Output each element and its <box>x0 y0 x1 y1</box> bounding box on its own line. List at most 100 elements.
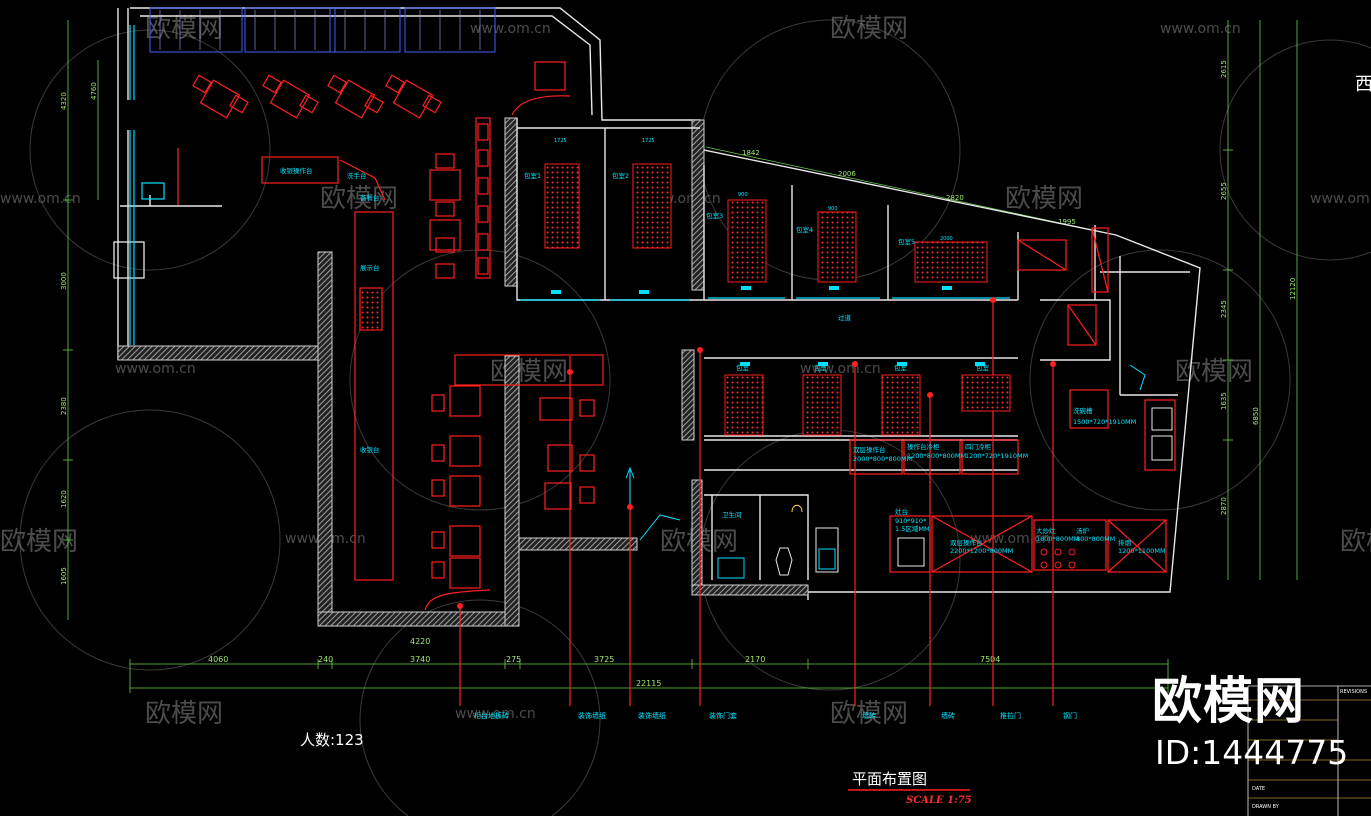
watermark-site: www.om.cn <box>0 191 81 207</box>
label-prep-counter: 备餐台 <box>360 193 380 202</box>
watermark-site: www.om.cn <box>115 361 196 377</box>
label-room2: 包室2 <box>612 171 629 180</box>
watermark-layer: 欧模网 欧模网 欧模网 欧模网 欧模网 欧模网 欧模网 欧模网 欧模网 欧模网 … <box>0 14 1371 816</box>
dim-right-1: 2615 <box>1220 60 1228 78</box>
callouts: 柜台地板砖 装饰墙纸 装饰墙纸 装饰门套 墙砖 墙砖 推拉门 钢门 <box>474 711 1077 720</box>
label-corridor: 过道 <box>838 313 852 322</box>
facade-panels <box>149 7 496 53</box>
label-k4-b: 2200*1200*800MM <box>950 547 1013 555</box>
label-room5: 包室5 <box>898 237 915 246</box>
dim-left-6: 1605 <box>60 567 68 585</box>
asset-id: ID:1444775 <box>1155 733 1349 772</box>
watermark-site: www.om.cn <box>455 706 536 722</box>
dim-bottom-7: 7504 <box>980 655 1000 664</box>
label-room3: 包室3 <box>706 211 723 220</box>
dim-left-5: 1620 <box>60 490 68 508</box>
label-sink1-a: 洗碗槽 <box>1073 406 1093 415</box>
watermark-site: www.om.cn <box>970 531 1051 547</box>
plan-scale: SCALE 1:75 <box>906 795 972 806</box>
watermark-brand: 欧模网 <box>1175 357 1253 387</box>
label-k3-a: 四门冷柜 <box>965 442 992 451</box>
label-k5-b: 1800*800MM <box>1036 535 1079 543</box>
label-display: 展示台 <box>360 263 380 272</box>
dim-left-1: 4320 <box>60 92 68 110</box>
people-count: 人数:123 <box>300 731 364 749</box>
watermark-brand: 欧模网 <box>1005 184 1083 214</box>
label-k6-b: 800*800MM <box>1076 535 1115 543</box>
label-room-w4: 900 <box>828 206 838 212</box>
dim-diag-4: 1995 <box>1058 218 1076 226</box>
callout-5: 墙砖 <box>862 711 876 720</box>
title-block-drawn: DRAWN BY <box>1252 804 1280 810</box>
label-k7-b: 1200*1100MM <box>1118 547 1166 555</box>
walls <box>113 7 1201 627</box>
dim-left-4: 2380 <box>60 397 68 415</box>
label-room-w5: 2000 <box>940 236 953 242</box>
label-hand-wash: 洗手台 <box>347 171 367 180</box>
room-labels: 收银操作台 洗手台 备餐台 展示台 收银台 包室1 包室2 包室3 包室4 包室… <box>280 138 1166 555</box>
callout-7: 推拉门 <box>1000 711 1021 720</box>
watermark-brand: 欧模网 <box>1340 527 1371 557</box>
dim-right-2: 2655 <box>1220 182 1228 200</box>
label-room-w2: 1725 <box>642 138 655 144</box>
label-k7-a: 排烟 <box>1118 538 1132 547</box>
dim-right-5: 2870 <box>1220 497 1228 515</box>
dim-diag-2: 2006 <box>838 170 856 178</box>
callout-1: 柜台地板砖 <box>474 711 509 720</box>
dim-diag-3: 2820 <box>946 194 964 202</box>
dim-left-3: 3000 <box>60 272 68 290</box>
dim-left-2: 4760 <box>90 82 98 100</box>
label-room1: 包室1 <box>524 171 541 180</box>
windows <box>129 25 1010 573</box>
label-cashier: 收银台 <box>360 445 380 454</box>
label-bar-counter: 收银操作台 <box>280 166 313 175</box>
label-room-d: 包室 <box>976 363 990 372</box>
watermark-brand: 欧模网 <box>320 184 398 214</box>
watermark-site: www.om.cn <box>1160 21 1241 37</box>
watermark-brand: 欧模网 <box>145 14 223 44</box>
dim-sub: 4220 <box>410 637 430 646</box>
title-block: REVISIONS DATE DRAWN BY 西 <box>1247 74 1371 816</box>
dim-bottom-3: 3740 <box>410 655 430 664</box>
label-stove-b: 910*910* <box>895 517 927 525</box>
watermark-site: www.om.cn <box>470 21 551 37</box>
label-k6-a: 汤炉 <box>1076 526 1090 535</box>
dim-right-4: 1635 <box>1220 392 1228 410</box>
dim-right-6: 6850 <box>1252 407 1260 425</box>
label-stove-a: 灶台 <box>895 507 908 516</box>
dim-bottom-2: 240 <box>318 655 333 664</box>
callout-3: 装饰墙纸 <box>638 711 666 720</box>
label-sink1-b: 1500*720*1910MM <box>1073 418 1136 426</box>
title-block-date: DATE <box>1252 786 1265 792</box>
dim-bottom-1: 4060 <box>208 655 228 664</box>
label-k2-b: 1200*800*800MM <box>907 452 966 460</box>
dimension-lines: 4060 240 3740 275 3725 2170 7504 22115 4… <box>60 20 1298 693</box>
label-room-a: 包室 <box>736 363 750 372</box>
dim-diag-1: 1842 <box>742 149 760 157</box>
dim-bottom-6: 2170 <box>745 655 765 664</box>
title-block-revisions: REVISIONS <box>1340 689 1367 695</box>
watermark-site: www.om.cn <box>1310 191 1371 207</box>
label-k1-a: 双层操作台 <box>853 445 886 454</box>
callout-4: 装饰门套 <box>709 711 737 720</box>
label-k4-a: 双层操作台 <box>950 538 983 547</box>
drawing-title: 平面布置图 SCALE 1:75 人数:123 <box>300 731 972 806</box>
furniture <box>177 61 1176 706</box>
callout-8: 钢门 <box>1063 711 1077 720</box>
label-k2-a: 操作台冷柜 <box>907 442 940 451</box>
label-room-w1: 1725 <box>554 138 567 144</box>
watermark-brand: 欧模网 <box>145 699 223 729</box>
watermark-brand: 欧模网 <box>830 699 908 729</box>
label-room-c: 包室 <box>894 363 908 372</box>
label-k3-b: 1200*720*1910MM <box>965 452 1028 460</box>
label-k1-b: 2000*800*800MM <box>853 455 912 463</box>
callout-2: 装饰墙纸 <box>578 711 606 720</box>
dim-right-3: 2345 <box>1220 300 1228 318</box>
label-k5-a: 大炒灶 <box>1036 526 1056 535</box>
label-stove-c: 1.5区域MM <box>895 524 930 533</box>
label-room-b: 包室 <box>814 363 828 372</box>
label-room-w3: 900 <box>738 192 748 198</box>
dim-bottom-5: 3725 <box>594 655 614 664</box>
plan-title: 平面布置图 <box>852 770 927 788</box>
